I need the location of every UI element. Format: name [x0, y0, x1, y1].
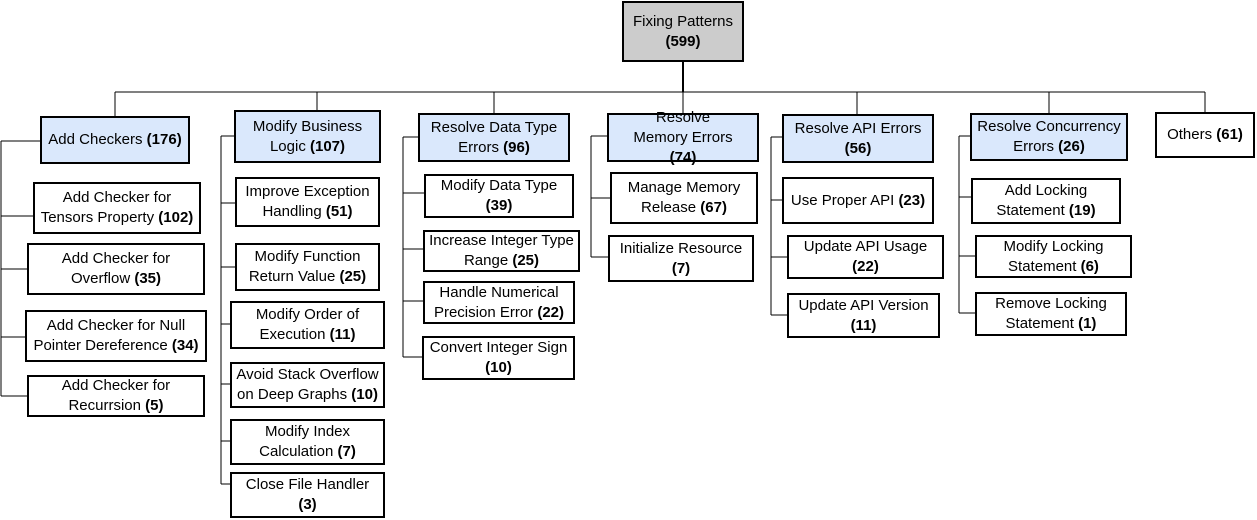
node-label: Increase Integer Type Range [429, 232, 574, 269]
leaf-update-api-usage: Update API Usage (22) [787, 235, 944, 279]
node-label: Use Proper API [790, 191, 895, 209]
leaf-add-checker-null-pointer: Add Checker for Null Pointer Dereference… [25, 310, 207, 362]
node-label: Modify Data Type [440, 177, 558, 194]
category-modify-business-logic: Modify Business Logic (107) [234, 110, 381, 163]
leaf-modify-function-return-value: Modify Function Return Value (25) [235, 243, 380, 291]
category-resolve-memory-errors: Resolve Memory Errors (74) [607, 109, 759, 166]
node-label: Resolve API Errors [794, 119, 922, 137]
node-count: (599) [665, 32, 701, 50]
node-count: (7) [337, 443, 356, 460]
node-label: Resolve Data Type Errors [430, 118, 558, 156]
node-count: (102) [158, 209, 194, 226]
node-count: (3) [298, 496, 317, 513]
node-label: Add Checker for Overflow [61, 250, 171, 287]
leaf-update-api-version: Update API Version (11) [787, 293, 940, 338]
leaf-avoid-stack-overflow: Avoid Stack Overflow on Deep Graphs (10) [230, 362, 385, 408]
node-count: (22) [537, 303, 565, 321]
node-label: Update API Usage [803, 238, 928, 255]
category-resolve-api-errors: Resolve API Errors (56) [782, 114, 934, 163]
leaf-modify-order-of-execution: Modify Order of Execution (11) [230, 301, 385, 349]
node-label: Add Checker for Null Pointer Dereference [33, 317, 186, 354]
node-count: (1) [1078, 315, 1097, 332]
node-count: (5) [145, 397, 164, 414]
node-count: (7) [671, 259, 691, 277]
root-node: Fixing Patterns (599) [622, 1, 744, 62]
node-count: (96) [503, 138, 530, 156]
node-count: (25) [339, 268, 367, 285]
node-label: Add Checker for Recurrsion [61, 377, 171, 414]
node-label: Modify Locking Statement [1003, 237, 1104, 275]
category-resolve-data-type-errors: Resolve Data Type Errors (96) [418, 113, 570, 162]
node-label: Resolve Concurrency Errors [977, 118, 1121, 155]
leaf-add-checker-tensors-property: Add Checker for Tensors Property (102) [33, 182, 201, 234]
leaf-initialize-resource: Initialize Resource (7) [608, 235, 754, 282]
node-label: Modify Index Calculation [259, 423, 351, 460]
node-label: Add Checkers [48, 131, 143, 148]
node-count: (11) [850, 316, 877, 334]
node-count: (34) [171, 337, 199, 354]
leaf-add-locking-statement: Add Locking Statement (19) [971, 178, 1121, 224]
node-count: (56) [844, 139, 872, 157]
node-count: (74) [669, 148, 697, 166]
category-resolve-concurrency-errors: Resolve Concurrency Errors (26) [970, 113, 1128, 161]
node-label: Manage Memory Release [627, 179, 741, 216]
node-count: (39) [485, 197, 513, 214]
leaf-improve-exception-handling: Improve Exception Handling (51) [235, 177, 380, 227]
node-count: (26) [1058, 138, 1085, 155]
leaf-close-file-handler: Close File Handler (3) [230, 472, 385, 518]
node-label: Resolve Memory Errors [633, 108, 733, 146]
node-label: Others [1167, 126, 1213, 143]
node-count: (176) [146, 131, 182, 148]
node-count: (67) [700, 199, 727, 216]
node-count: (35) [134, 270, 162, 287]
node-label: Update API Version [798, 296, 929, 314]
node-count: (6) [1080, 257, 1099, 275]
node-count: (10) [351, 386, 378, 403]
node-count: (61) [1216, 126, 1243, 143]
node-label: Add Checker for Tensors Property [40, 189, 172, 226]
node-count: (19) [1068, 202, 1096, 219]
node-label: Convert Integer Sign [429, 339, 568, 356]
node-count: (22) [852, 258, 879, 275]
node-label: Improve Exception Handling [245, 183, 370, 220]
leaf-increase-integer-type-range: Increase Integer Type Range (25) [423, 230, 580, 272]
leaf-modify-data-type: Modify Data Type (39) [424, 174, 574, 218]
category-others: Others (61) [1155, 112, 1255, 158]
leaf-use-proper-api: Use Proper API (23) [782, 177, 934, 224]
node-count: (23) [898, 191, 926, 209]
node-label: Modify Order of Execution [255, 306, 360, 343]
node-label: Add Locking Statement [996, 182, 1088, 219]
node-count: (11) [329, 326, 356, 343]
node-label: Close File Handler [245, 476, 370, 493]
node-count: (51) [325, 203, 353, 220]
leaf-add-checker-overflow: Add Checker for Overflow (35) [27, 243, 205, 295]
category-add-checkers: Add Checkers (176) [40, 116, 190, 164]
leaf-add-checker-recurrsion: Add Checker for Recurrsion (5) [27, 375, 205, 417]
node-count: (25) [512, 252, 540, 269]
node-label: Handle Numerical Precision Error [433, 283, 559, 321]
leaf-remove-locking-statement: Remove Locking Statement (1) [975, 292, 1127, 336]
node-label: Initialize Resource [619, 239, 743, 257]
node-count: (107) [310, 137, 346, 155]
node-count: (10) [485, 359, 512, 376]
node-label: Remove Locking Statement [995, 295, 1107, 332]
node-label: Fixing Patterns [632, 12, 734, 30]
node-label: Modify Function Return Value [248, 248, 361, 285]
leaf-handle-numerical-precision-error: Handle Numerical Precision Error (22) [423, 281, 575, 324]
leaf-modify-index-calculation: Modify Index Calculation (7) [230, 419, 385, 465]
leaf-modify-locking-statement: Modify Locking Statement (6) [975, 235, 1132, 278]
leaf-convert-integer-sign: Convert Integer Sign (10) [422, 336, 575, 380]
leaf-manage-memory-release: Manage Memory Release (67) [610, 172, 758, 224]
node-label: Modify Business Logic [252, 117, 363, 155]
node-label: Avoid Stack Overflow on Deep Graphs [236, 366, 379, 403]
